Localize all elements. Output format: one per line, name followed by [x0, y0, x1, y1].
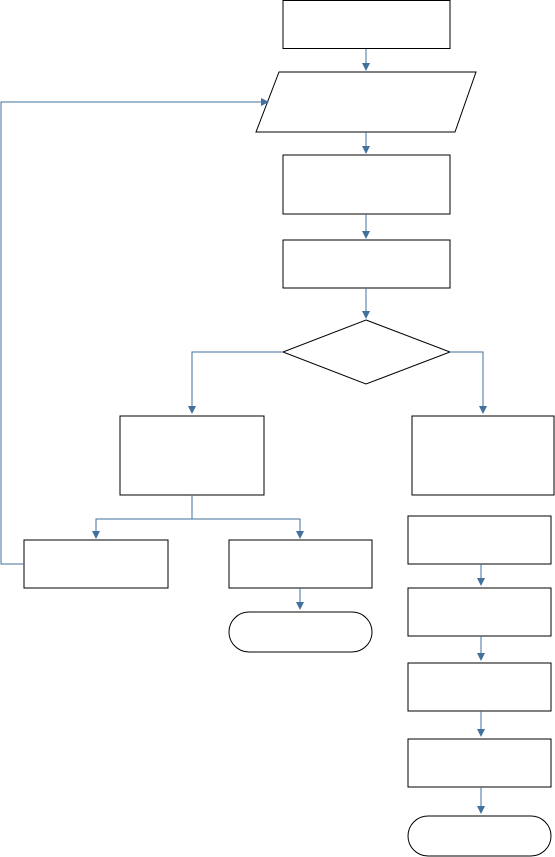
connector-process-1-to-process-2 [362, 214, 370, 239]
right-terminator [407, 815, 552, 857]
connector-process-2-to-decision [362, 288, 370, 319]
left-branch-box [119, 415, 265, 496]
connector-decision-to-right-branch [450, 351, 487, 414]
connector-input-to-process-1 [362, 132, 370, 154]
connector-right-step-1-to-2 [477, 564, 485, 586]
input-parallelogram [255, 71, 477, 133]
start-box [282, 0, 451, 49]
loop-back-box [23, 539, 169, 589]
right-branch-box [411, 415, 555, 496]
connector-decision-to-left-branch [188, 351, 283, 414]
right-step-2 [407, 587, 552, 637]
process-box-1 [282, 154, 451, 215]
connector-right-step-2-to-3 [477, 636, 485, 661]
left-terminator [228, 611, 373, 653]
connector-right-step-3-to-4 [477, 711, 485, 737]
process-box-2 [282, 239, 451, 289]
connector-start-to-input [362, 49, 370, 71]
left-sub-box [228, 539, 373, 589]
connector-left-sub-to-terminator [296, 588, 304, 610]
connector-right-step-4-to-terminator [477, 787, 485, 814]
right-step-1 [407, 515, 552, 565]
right-step-4 [407, 738, 552, 788]
right-step-3 [407, 662, 552, 712]
connector-left-branch-split [92, 495, 304, 539]
decision-diamond [281, 319, 452, 385]
connector-loop-back-to-input [0, 98, 269, 565]
